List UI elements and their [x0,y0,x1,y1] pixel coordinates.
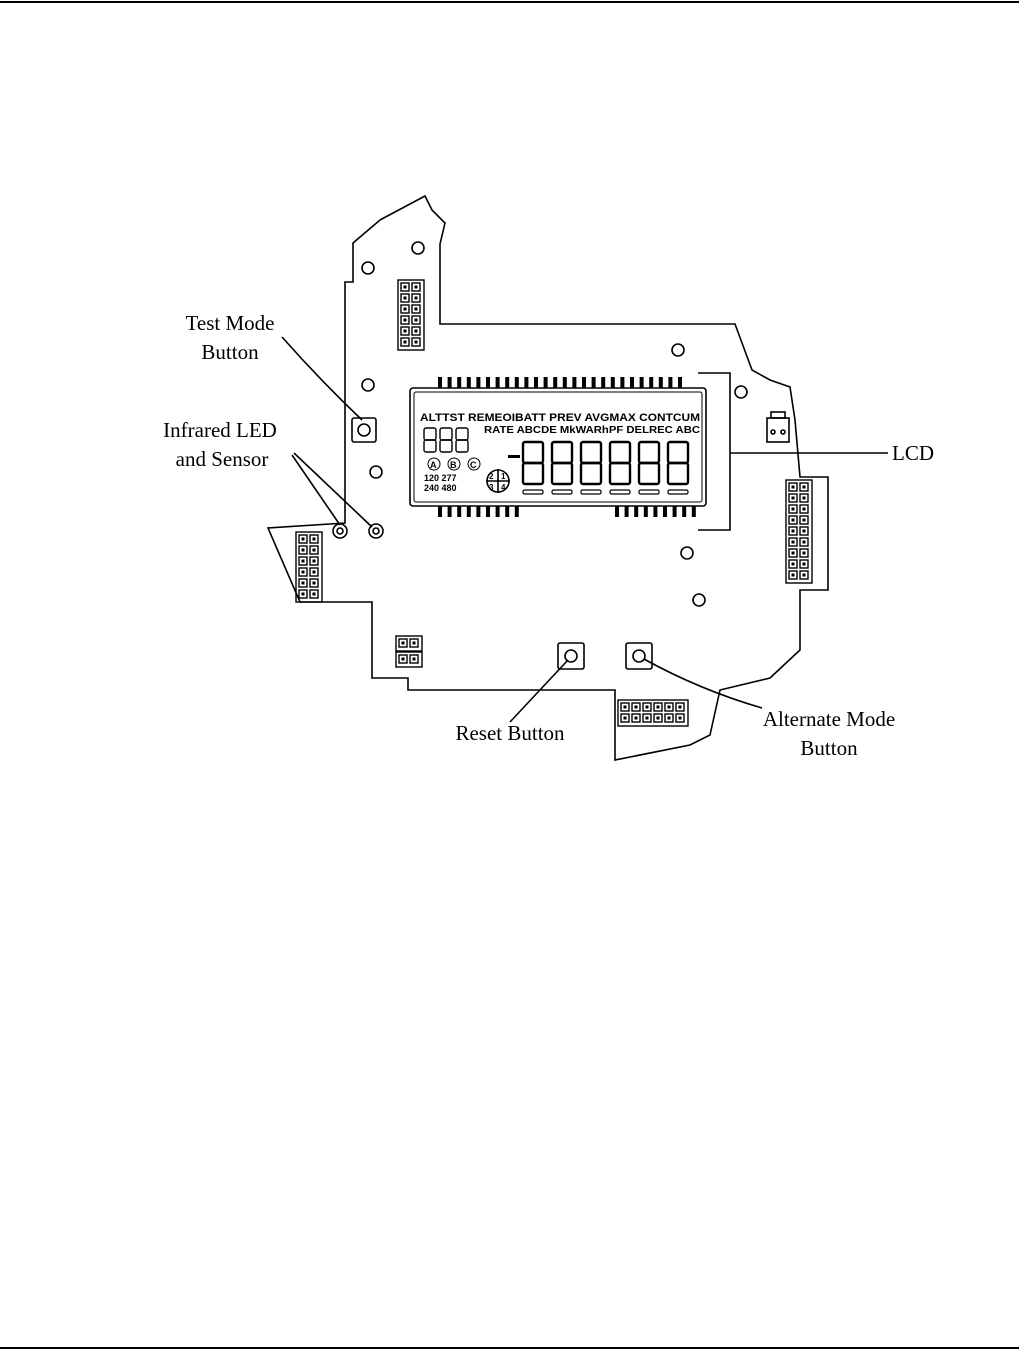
lcd-pin [563,377,567,388]
lcd-pin [515,377,519,388]
lcd-pin [611,377,615,388]
connector-header [396,652,422,667]
lcd-digit [639,442,659,484]
lcd-digit [552,442,572,484]
lcd-pin [496,377,500,388]
lcd-annunciators-top: ALTTST REMEOIBATT PREV AVGMAX CONTCUM [420,412,700,424]
lcd-digit [456,428,468,452]
lcd-quadrant-3: 3 [489,483,494,492]
mounting-hole [735,386,747,398]
reset-leader [510,660,568,722]
lcd-pin [615,506,619,517]
infrared-label-line1: Infrared LED [163,418,277,442]
mounting-hole [681,547,693,559]
lcd-pin [467,506,471,517]
lcd-pin [692,506,696,517]
lcd-pin [448,377,452,388]
test-mode-label-line1: Test Mode [186,311,275,335]
lcd-pin [640,377,644,388]
lcd-pin [467,377,471,388]
lcd-digits [424,428,688,494]
connector-header [398,280,424,350]
lcd-pin [438,506,442,517]
lcd-quadrant-1: 1 [501,472,506,481]
lcd-digit [668,442,688,484]
lcd-pin [592,377,596,388]
lcd-pin [457,377,461,388]
lcd-pin [524,377,528,388]
lcd-pin [572,377,576,388]
lcd-voltages-bottom: 240 480 [424,483,457,493]
test-mode-leader [282,337,362,420]
reset-label: Reset Button [455,721,565,745]
lcd-pin [534,377,538,388]
lcd-pin [663,506,667,517]
alternate-label-line2: Button [800,736,858,760]
board-outline [268,196,828,760]
lcd-pin [678,377,682,388]
lcd-pin [515,506,519,517]
lcd-pin [649,377,653,388]
lcd-pin [582,377,586,388]
lcd-pin [505,377,509,388]
lcd-quadrant-4: 4 [501,483,506,492]
lcd-digit [424,428,436,452]
lcd-pin [625,506,629,517]
alternate-label-line1: Alternate Mode [763,707,895,731]
lcd-voltages-top: 120 277 [424,473,457,483]
lcd-pin [476,506,480,517]
lcd-pin [601,377,605,388]
lcd-pin [620,377,624,388]
lcd-phase-b: B [450,460,457,470]
connector-header [786,480,812,583]
lcd-pin [682,506,686,517]
lcd-phase-a: A [430,460,437,470]
lcd-pin [644,506,648,517]
lcd-pin [544,377,548,388]
lcd-pin [505,506,509,517]
lcd-digit [610,442,630,484]
test-mode-button [352,418,376,442]
lcd-pin [668,377,672,388]
lcd-label: LCD [892,441,934,465]
mounting-hole [412,242,424,254]
reset-button [558,643,584,669]
connector-headers [296,280,812,726]
lcd-pin [486,377,490,388]
mounting-hole [362,262,374,274]
lcd-pin [659,377,663,388]
lcd-pin [673,506,677,517]
mounting-hole [693,594,705,606]
lcd-pin [438,377,442,388]
infrared-label-line2: and Sensor [176,447,269,471]
lcd-digit [440,428,452,452]
connector-header [296,532,322,602]
lcd-phase-c: C [470,460,477,470]
lcd-pin [476,377,480,388]
lcd-digit [523,442,543,484]
lcd-pin [457,506,461,517]
lcd-digit [581,442,601,484]
component [767,418,789,442]
infrared-led [333,524,347,538]
connector-header [396,636,422,651]
lcd-quadrant-2: 2 [489,472,494,481]
mounting-hole [362,379,374,391]
lcd-pin [630,377,634,388]
lcd-pin [486,506,490,517]
test-mode-label-line2: Button [201,340,259,364]
lcd-pin [653,506,657,517]
mounting-hole [370,466,382,478]
lcd-pin [496,506,500,517]
lcd-pins [438,377,696,517]
mounting-hole [672,344,684,356]
lcd-pin [448,506,452,517]
alternate-mode-button [626,643,652,669]
connector-header [618,700,688,726]
lcd-pin [634,506,638,517]
lcd-pin [553,377,557,388]
lcd-annunciators-row2: RATE ABCDE MkWARhPF DELREC ABC [484,425,700,436]
